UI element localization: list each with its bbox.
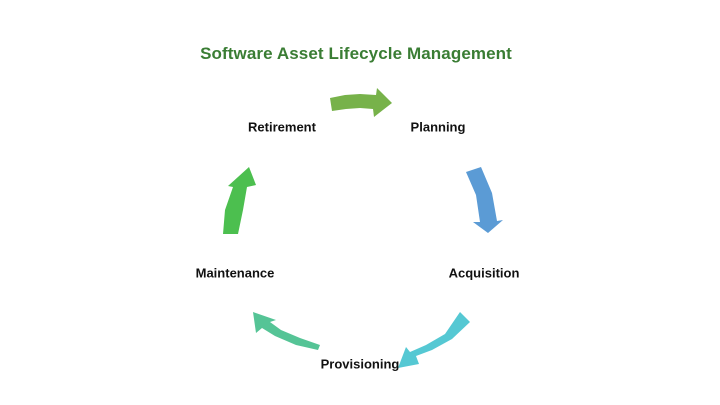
stage-retirement: Retirement (248, 119, 316, 135)
stage-provisioning: Provisioning (320, 356, 400, 372)
arrow-planning-to-acquisition (466, 167, 503, 233)
stage-maintenance: Maintenance (195, 265, 275, 281)
stage-planning: Planning (410, 119, 466, 135)
diagram-title: Software Asset Lifecycle Management (200, 44, 512, 63)
stage-acquisition: Acquisition (448, 265, 520, 281)
arrow-retirement-to-planning (330, 88, 392, 117)
arrow-acquisition-to-provisioning (398, 312, 470, 368)
arrow-maintenance-to-retirement (223, 167, 256, 234)
arrow-provisioning-to-maintenance (253, 312, 320, 350)
